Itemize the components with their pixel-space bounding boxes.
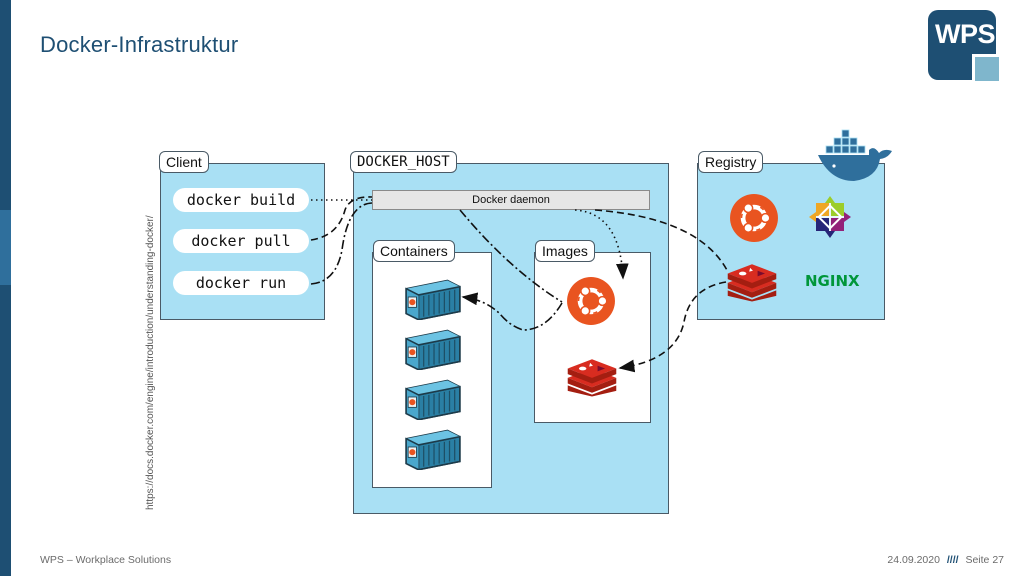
side-accent-bar bbox=[0, 0, 11, 576]
image-redis-icon bbox=[567, 359, 617, 397]
footer-date: 24.09.2020 bbox=[887, 554, 940, 566]
daemon-to-image-connector bbox=[574, 209, 629, 280]
command-docker-run: docker run bbox=[173, 271, 309, 295]
docker-whale-icon bbox=[818, 129, 892, 181]
image-ubuntu-icon bbox=[567, 277, 615, 325]
logo-text: WPS bbox=[935, 19, 996, 49]
registry-label: Registry bbox=[698, 151, 764, 173]
registry-nginx-logo: NGINX bbox=[805, 272, 860, 290]
daemon-to-registry-connector bbox=[594, 209, 729, 273]
container-icon bbox=[405, 429, 461, 470]
footer-meta: 24.09.2020 //// Seite 27 bbox=[887, 554, 1004, 566]
slide-title: Docker-Infrastruktur bbox=[40, 32, 239, 57]
footer-page: Seite 27 bbox=[965, 554, 1004, 566]
docker-daemon-bar: Docker daemon bbox=[372, 190, 650, 210]
registry-centos-icon bbox=[809, 196, 851, 238]
docker-host-label: DOCKER_HOST bbox=[350, 151, 457, 173]
pull-connector bbox=[310, 196, 373, 241]
footer-separator: //// bbox=[946, 554, 959, 566]
container-icon bbox=[405, 279, 461, 320]
containers-label: Containers bbox=[373, 240, 455, 262]
registry-redis-icon bbox=[727, 264, 777, 302]
logo-square bbox=[972, 54, 1002, 84]
registry-ubuntu-icon bbox=[730, 194, 778, 242]
side-accent-notch bbox=[0, 210, 11, 285]
daemon-run-connector bbox=[459, 209, 563, 303]
container-icon bbox=[405, 379, 461, 420]
wps-logo: WPS bbox=[928, 10, 1004, 84]
client-label: Client bbox=[159, 151, 209, 173]
command-docker-build: docker build bbox=[173, 188, 309, 212]
image-to-container-connector bbox=[461, 292, 563, 331]
images-label: Images bbox=[535, 240, 595, 262]
registry-to-image-connector bbox=[618, 281, 727, 373]
container-icon bbox=[405, 329, 461, 370]
run-connector bbox=[310, 202, 373, 285]
command-docker-pull: docker pull bbox=[173, 229, 309, 253]
footer-company: WPS – Workplace Solutions bbox=[40, 554, 172, 566]
